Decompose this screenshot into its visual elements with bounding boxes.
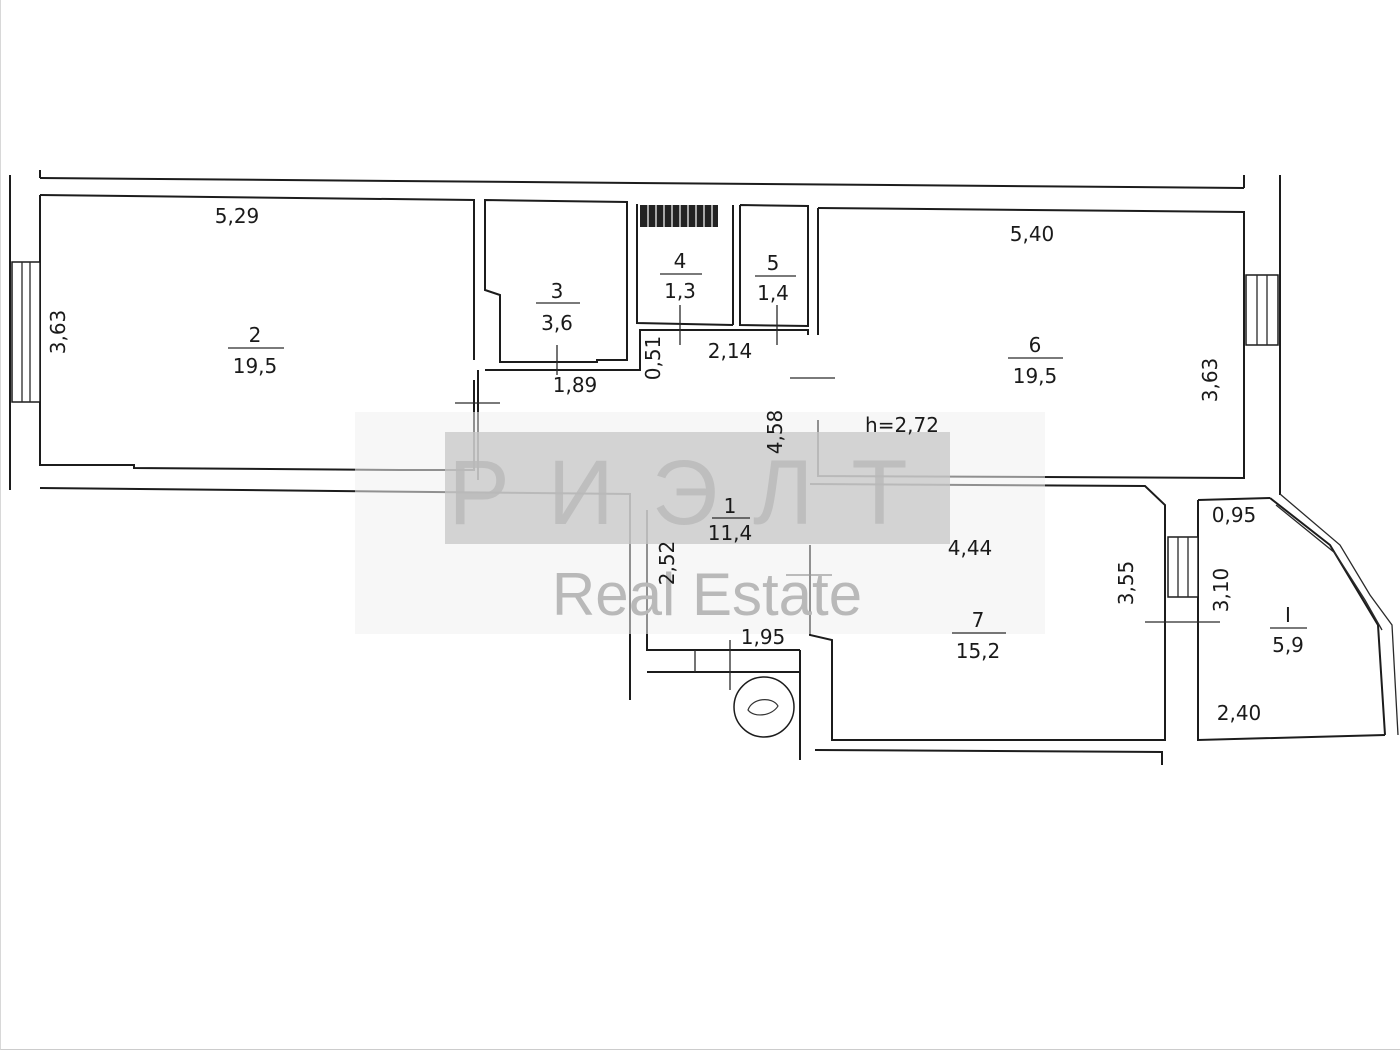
dimension-label: 3,55	[1114, 561, 1138, 606]
dimension-label: 5,40	[1010, 222, 1055, 246]
room-area: 1,4	[757, 281, 789, 305]
window-room7	[1167, 536, 1199, 598]
room-area: 19,5	[1013, 364, 1058, 388]
watermark-brand: РИЭЛТ	[448, 442, 945, 544]
dimension-label: 0,51	[641, 336, 665, 381]
dimension-label: 2,40	[1217, 701, 1262, 725]
room-number: 1	[724, 494, 737, 518]
balcony-curved-wall-outer	[1279, 493, 1399, 736]
dimension-label: 3,10	[1209, 568, 1233, 613]
dimension-label: 4,44	[948, 536, 993, 560]
ceiling-height: h=2,72	[865, 413, 939, 437]
dimension-label: 1,89	[553, 373, 598, 397]
room3-wall	[484, 198, 628, 363]
dimension-labels: 5,29 3,63 1,89 0,51 2,14 5,40 3,63 h=2,7…	[46, 204, 1261, 725]
room-number: 3	[551, 279, 564, 303]
room-area: 5,9	[1272, 633, 1304, 657]
riser-pipe	[733, 676, 795, 738]
room7-wall-outer	[814, 749, 1163, 765]
dimension-label: 4,58	[763, 410, 787, 455]
dimension-label: 1,95	[741, 625, 786, 649]
room-number: 5	[767, 251, 780, 275]
outer-wall-top	[39, 177, 1245, 189]
dimension-label: 2,52	[655, 541, 679, 586]
dimension-label: 2,14	[708, 339, 753, 363]
room-number: 4	[674, 249, 687, 273]
room7-wall	[809, 483, 1166, 741]
windows	[11, 205, 1383, 631]
room-labels: 1 11,4 2 19,5 3 3,6 4 1,3 5 1,4 6 19,5 7…	[228, 249, 1307, 663]
dimension-label: 3,63	[46, 310, 70, 355]
room-number: 7	[972, 608, 985, 632]
doors	[455, 305, 1220, 690]
dimension-label: 0,95	[1212, 503, 1257, 527]
room2-wall-top	[39, 194, 475, 360]
watermark: РИЭЛТ Real Estate	[355, 412, 1045, 634]
room-area: 1,3	[664, 279, 696, 303]
room-area: 19,5	[233, 354, 278, 378]
room4-wall	[636, 204, 734, 326]
watermark-subtitle: Real Estate	[552, 561, 862, 628]
room-number: 2	[249, 323, 262, 347]
room5-wall	[739, 204, 809, 328]
vent-shaft	[640, 205, 718, 227]
hall-wall-top	[485, 329, 809, 371]
balcony-wall-top	[1197, 497, 1271, 501]
window-room6	[1245, 274, 1279, 346]
dimension-label: 5,29	[215, 204, 260, 228]
room-number: 6	[1029, 333, 1042, 357]
room-area: 3,6	[541, 311, 573, 335]
room-area: 15,2	[956, 639, 1001, 663]
dimension-label: 3,63	[1198, 358, 1222, 403]
room-number: I	[1285, 603, 1291, 627]
balcony-glazing	[1275, 504, 1383, 631]
room-area: 11,4	[708, 521, 753, 545]
window-room2	[11, 261, 41, 403]
balcony-curved-wall	[1269, 497, 1386, 736]
